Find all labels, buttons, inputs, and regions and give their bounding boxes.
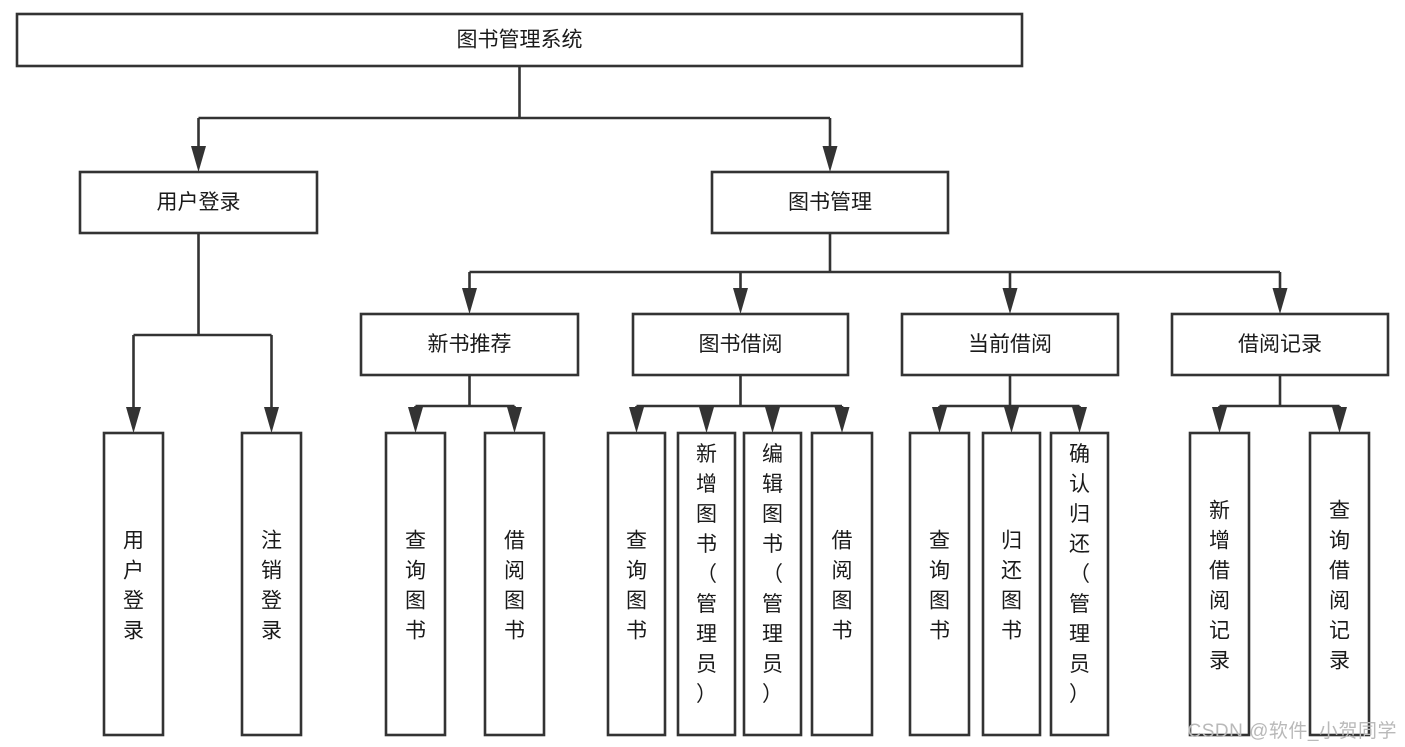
node-label-leaf-query-record: 查询借阅记录	[1329, 499, 1350, 672]
node-box-leaf-query-book-borrow[interactable]	[606, 431, 667, 737]
node-label-user-login: 用户登录	[157, 191, 241, 214]
node-box-leaf-user-login[interactable]	[102, 431, 165, 737]
node-leaf-add-record[interactable]: 新增借阅记录	[1188, 431, 1251, 737]
arrow-head-icon	[733, 288, 748, 314]
node-label-leaf-borrow-book: 借阅图书	[832, 529, 853, 642]
node-borrow-record[interactable]: 借阅记录	[1170, 312, 1390, 377]
node-leaf-query-book-borrow[interactable]: 查询图书	[606, 431, 667, 737]
node-box-leaf-add-book[interactable]	[676, 431, 737, 737]
connector-group-borrow-record	[1212, 375, 1347, 433]
arrow-head-icon	[408, 407, 423, 433]
node-box-leaf-add-record[interactable]	[1188, 431, 1251, 737]
node-label-leaf-confirm-return: 确认归还（管理员）	[1069, 443, 1090, 706]
node-label-book-manage: 图书管理	[788, 191, 872, 214]
node-box-leaf-borrow-book[interactable]	[810, 431, 874, 737]
csdn-watermark: CSDN @软件_小贺同学	[1187, 721, 1397, 742]
node-label-root: 图书管理系统	[457, 29, 583, 52]
connector-layer	[126, 66, 1347, 433]
node-leaf-borrow-book[interactable]: 借阅图书	[810, 431, 874, 737]
arrow-head-icon	[507, 407, 522, 433]
node-label-leaf-user-login: 用户登录	[123, 529, 144, 642]
node-leaf-add-book[interactable]: 新增图书（管理员）	[676, 431, 737, 737]
arrow-head-icon	[1004, 407, 1019, 433]
node-label-leaf-query-book-borrow: 查询图书	[626, 529, 647, 642]
arrow-head-icon	[462, 288, 477, 314]
node-label-leaf-borrow-book-rec: 借阅图书	[504, 529, 525, 642]
node-box-leaf-logout[interactable]	[240, 431, 303, 737]
node-box-leaf-query-record[interactable]	[1308, 431, 1371, 737]
node-root[interactable]: 图书管理系统	[15, 12, 1024, 68]
node-label-current-borrow: 当前借阅	[968, 333, 1052, 356]
node-box-leaf-edit-book[interactable]	[742, 431, 803, 737]
arrow-head-icon	[1072, 407, 1087, 433]
arrow-head-icon	[1272, 288, 1288, 314]
node-box-book-borrow[interactable]	[631, 312, 850, 377]
node-leaf-logout[interactable]: 注销登录	[240, 431, 303, 737]
node-label-book-borrow: 图书借阅	[699, 333, 783, 356]
node-leaf-user-login[interactable]: 用户登录	[102, 431, 165, 737]
node-leaf-return-book[interactable]: 归还图书	[981, 431, 1042, 737]
arrow-head-icon	[834, 407, 850, 433]
arrow-head-icon	[822, 146, 838, 172]
node-leaf-query-book-cur[interactable]: 查询图书	[908, 431, 971, 737]
node-label-new-book-rec: 新书推荐	[428, 333, 512, 356]
connector-group-new-book-rec	[408, 375, 522, 433]
node-label-leaf-add-record: 新增借阅记录	[1209, 499, 1230, 672]
arrow-head-icon	[1002, 288, 1018, 314]
node-box-leaf-confirm-return[interactable]	[1049, 431, 1110, 737]
arrow-head-icon	[932, 407, 947, 433]
arrow-head-icon	[699, 407, 714, 433]
node-new-book-rec[interactable]: 新书推荐	[359, 312, 580, 377]
arrow-head-icon	[1332, 407, 1347, 433]
node-box-borrow-record[interactable]	[1170, 312, 1390, 377]
connector-group-root	[191, 66, 838, 172]
node-leaf-query-book-rec[interactable]: 查询图书	[384, 431, 447, 737]
node-box-book-manage[interactable]	[710, 170, 950, 235]
node-label-leaf-query-book-cur: 查询图书	[929, 529, 950, 642]
arrow-head-icon	[126, 407, 141, 433]
arrow-head-icon	[765, 407, 780, 433]
node-label-leaf-query-book-rec: 查询图书	[405, 529, 426, 642]
node-label-leaf-edit-book: 编辑图书（管理员）	[762, 443, 783, 706]
node-leaf-borrow-book-rec[interactable]: 借阅图书	[483, 431, 546, 737]
connector-group-current-borrow	[932, 375, 1087, 433]
node-box-leaf-borrow-book-rec[interactable]	[483, 431, 546, 737]
node-box-leaf-query-book-cur[interactable]	[908, 431, 971, 737]
node-label-borrow-record: 借阅记录	[1238, 333, 1322, 356]
node-current-borrow[interactable]: 当前借阅	[900, 312, 1120, 377]
node-box-new-book-rec[interactable]	[359, 312, 580, 377]
node-layer: 图书管理系统用户登录图书管理新书推荐图书借阅当前借阅借阅记录用户登录注销登录查询…	[15, 12, 1390, 737]
node-box-leaf-return-book[interactable]	[981, 431, 1042, 737]
arrow-head-icon	[264, 407, 279, 433]
node-leaf-query-record[interactable]: 查询借阅记录	[1308, 431, 1371, 737]
arrow-head-icon	[1212, 407, 1227, 433]
node-label-leaf-logout: 注销登录	[261, 529, 282, 642]
node-box-root[interactable]	[15, 12, 1024, 68]
arrow-head-icon	[191, 146, 206, 172]
connector-group-book-manage	[462, 233, 1288, 314]
node-box-leaf-query-book-rec[interactable]	[384, 431, 447, 737]
node-user-login[interactable]: 用户登录	[78, 170, 319, 235]
node-book-borrow[interactable]: 图书借阅	[631, 312, 850, 377]
connector-group-user-login	[126, 233, 279, 433]
node-book-manage[interactable]: 图书管理	[710, 170, 950, 235]
node-label-leaf-return-book: 归还图书	[1001, 529, 1022, 642]
node-leaf-confirm-return[interactable]: 确认归还（管理员）	[1049, 431, 1110, 737]
node-box-current-borrow[interactable]	[900, 312, 1120, 377]
node-label-leaf-add-book: 新增图书（管理员）	[696, 443, 717, 706]
connector-group-book-borrow	[629, 375, 850, 433]
node-box-user-login[interactable]	[78, 170, 319, 235]
arrow-head-icon	[629, 407, 644, 433]
node-leaf-edit-book[interactable]: 编辑图书（管理员）	[742, 431, 803, 737]
